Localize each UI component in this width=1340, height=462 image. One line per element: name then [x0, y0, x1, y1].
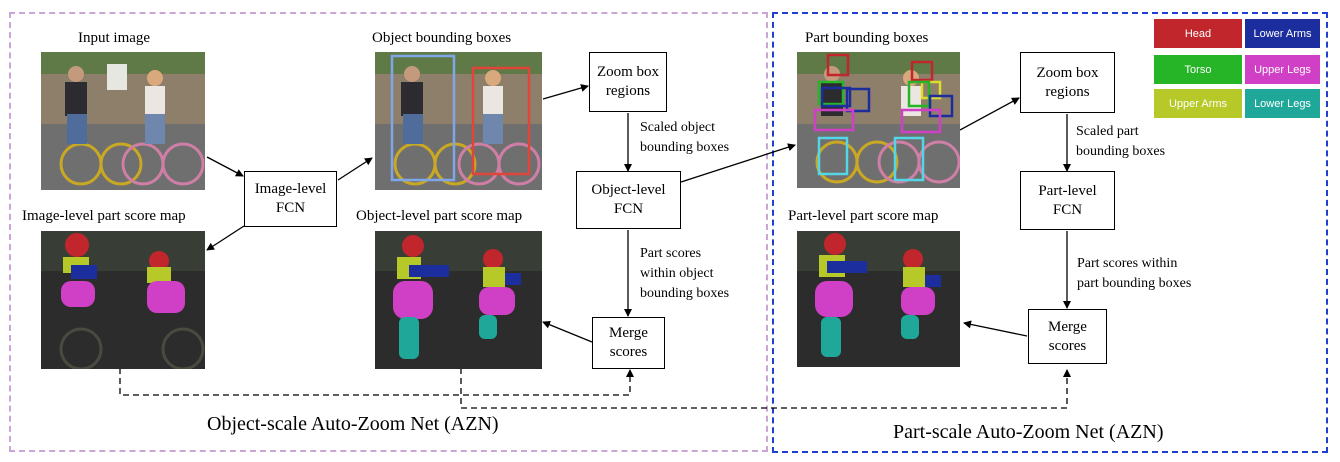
- part-scores-object-note: Part scores within object bounding boxes: [640, 244, 729, 304]
- scaled-part-line2: bounding boxes: [1076, 144, 1166, 159]
- image-level-map-title: Image-level part score map: [22, 208, 186, 224]
- object-bboxes-title: Object bounding boxes: [372, 30, 512, 46]
- scaled-object-bboxes-note: Scaled object bounding boxes: [640, 118, 729, 158]
- merge-part-line1: Merge: [1048, 318, 1087, 335]
- legend-lower-legs: Lower Legs: [1245, 89, 1320, 118]
- zoom-box-regions-object-box: Zoom box regions: [589, 52, 667, 112]
- legend-lower-arms: Lower Arms: [1245, 19, 1320, 48]
- scaled-part-bboxes-note: Scaled part bounding boxes: [1076, 122, 1165, 162]
- part-bboxes-photo: [797, 52, 960, 188]
- part-scores-object-line3: bounding boxes: [640, 286, 730, 301]
- object-fcn-line2: FCN: [613, 201, 644, 217]
- legend-torso: Torso: [1154, 55, 1242, 84]
- part-bboxes-title: Part bounding boxes: [805, 30, 929, 46]
- object-scale-azn-label: Object-scale Auto-Zoom Net (AZN): [207, 413, 499, 435]
- zoom-box-regions-part-box: Zoom box regions: [1020, 52, 1115, 113]
- legend-upper-legs: Upper Legs: [1245, 55, 1320, 84]
- input-photo: [41, 52, 205, 190]
- part-scores-part-note: Part scores within part bounding boxes: [1077, 254, 1191, 294]
- part-scale-azn-frame: [772, 12, 1328, 453]
- part-scale-azn-label: Part-scale Auto-Zoom Net (AZN): [893, 421, 1164, 443]
- merge-obj-line1: Merge: [609, 325, 648, 341]
- part-level-score-map: [797, 231, 960, 367]
- part-scores-part-line2: part bounding boxes: [1077, 276, 1192, 291]
- merge-obj-line2: scores: [609, 344, 648, 360]
- part-fcn-line1: Part-level: [1038, 182, 1097, 199]
- zoom-obj-line2: regions: [605, 83, 651, 99]
- scaled-object-line2: bounding boxes: [640, 140, 730, 155]
- legend-upper-arms: Upper Arms: [1154, 89, 1242, 118]
- image-fcn-line1: Image-level: [254, 181, 327, 197]
- input-image-title: Input image: [78, 30, 151, 46]
- part-scores-object-line1: Part scores: [640, 246, 702, 261]
- object-level-map-title: Object-level part score map: [356, 208, 523, 224]
- part-scores-object-line2: within object: [640, 266, 714, 281]
- part-fcn-line2: FCN: [1052, 201, 1083, 218]
- zoom-part-line1: Zoom box: [1036, 64, 1099, 81]
- zoom-obj-line1: Zoom box: [596, 64, 660, 80]
- object-level-score-map: [375, 231, 542, 369]
- part-level-map-title: Part-level part score map: [788, 208, 939, 224]
- object-fcn-line1: Object-level: [591, 182, 666, 198]
- legend-head: Head: [1154, 19, 1242, 48]
- scaled-part-line1: Scaled part: [1076, 124, 1139, 139]
- image-level-score-map: [41, 231, 205, 369]
- merge-part-line2: scores: [1048, 337, 1087, 354]
- zoom-part-line2: regions: [1045, 83, 1090, 100]
- part-scores-part-line1: Part scores within: [1077, 256, 1178, 271]
- image-fcn-line2: FCN: [275, 200, 306, 216]
- scaled-object-line1: Scaled object: [640, 120, 716, 135]
- object-scale-azn-frame: [9, 12, 768, 452]
- merge-scores-part-box: Merge scores: [1028, 309, 1107, 364]
- object-bboxes-photo: [375, 52, 542, 190]
- merge-scores-object-box: Merge scores: [592, 317, 665, 369]
